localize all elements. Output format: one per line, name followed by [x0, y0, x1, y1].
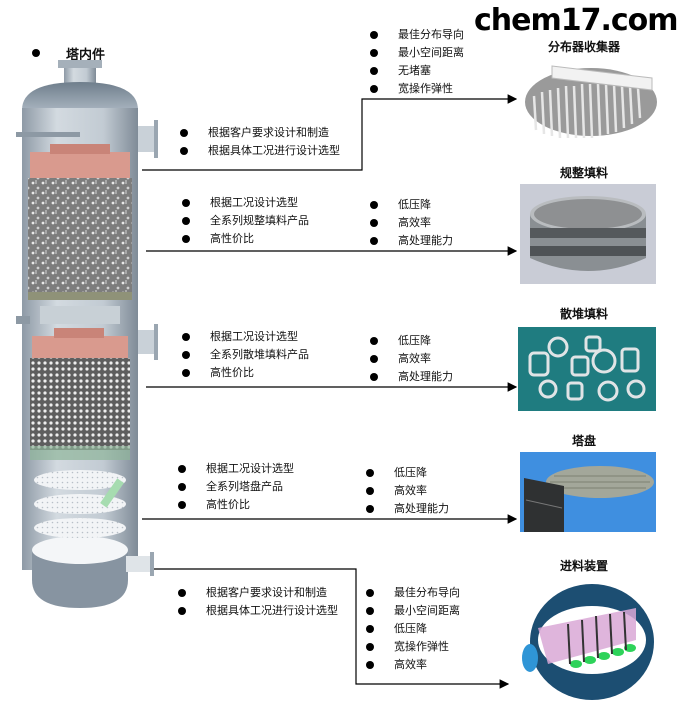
distributor-title: 分布器收集器 — [547, 40, 620, 54]
arrow-feed-device — [154, 568, 510, 689]
feed-device-image — [518, 578, 658, 706]
list-item: 根据工况设计选型 — [182, 328, 309, 346]
list-item: 全系列塔盘产品 — [178, 478, 294, 496]
feed-device-left-bullets: 根据客户要求设计和制造 根据具体工况进行设计选型 — [178, 584, 338, 620]
list-item: 高效率 — [370, 214, 453, 232]
distributor-right-bullets: 最佳分布导向 最小空间距离 无堵塞 宽操作弹性 — [370, 26, 464, 98]
list-item: 低压降 — [366, 464, 449, 482]
tray-image — [520, 452, 656, 532]
list-item: 高效率 — [366, 656, 460, 674]
column-vessel-illustration — [0, 60, 170, 620]
list-item: 高效率 — [370, 350, 453, 368]
main-title: 塔内件 — [32, 44, 105, 63]
watermark-text: chem17.com — [474, 3, 679, 38]
list-item: 根据具体工况进行设计选型 — [178, 602, 338, 620]
structured-packing-title: 规整填料 — [559, 166, 608, 180]
list-item: 全系列散堆填料产品 — [182, 346, 309, 364]
list-item: 最佳分布导向 — [366, 584, 460, 602]
feed-device-right-bullets: 最佳分布导向 最小空间距离 低压降 宽操作弹性 高效率 — [366, 584, 460, 674]
list-item: 根据工况设计选型 — [178, 460, 294, 478]
tray-left-bullets: 根据工况设计选型 全系列塔盘产品 高性价比 — [178, 460, 294, 514]
list-item: 最小空间距离 — [370, 44, 464, 62]
list-item: 宽操作弹性 — [370, 80, 464, 98]
list-item: 低压降 — [370, 196, 453, 214]
list-item: 根据具体工况进行设计选型 — [180, 142, 340, 160]
random-packing-left-bullets: 根据工况设计选型 全系列散堆填料产品 高性价比 — [182, 328, 309, 382]
list-item: 宽操作弹性 — [366, 638, 460, 656]
tray-title: 塔盘 — [571, 434, 596, 448]
random-packing-image — [518, 327, 656, 411]
list-item: 高性价比 — [182, 230, 309, 248]
random-packing-title: 散堆填料 — [559, 307, 608, 321]
distributor-image — [522, 56, 660, 140]
arrow-distributor — [142, 94, 518, 171]
random-packing-right-bullets: 低压降 高效率 高处理能力 — [370, 332, 453, 386]
list-item: 低压降 — [370, 332, 453, 350]
list-item: 根据工况设计选型 — [182, 194, 309, 212]
distributor-left-bullets: 根据客户要求设计和制造 根据具体工况进行设计选型 — [180, 124, 340, 160]
list-item: 根据客户要求设计和制造 — [180, 124, 340, 142]
list-item: 最小空间距离 — [366, 602, 460, 620]
list-item: 最佳分布导向 — [370, 26, 464, 44]
list-item: 高性价比 — [182, 364, 309, 382]
tray-right-bullets: 低压降 高效率 高处理能力 — [366, 464, 449, 518]
list-item: 高性价比 — [178, 496, 294, 514]
structured-packing-image — [520, 184, 656, 284]
list-item: 高处理能力 — [370, 368, 453, 386]
list-item: 低压降 — [366, 620, 460, 638]
list-item: 高效率 — [366, 482, 449, 500]
list-item: 无堵塞 — [370, 62, 464, 80]
structured-packing-right-bullets: 低压降 高效率 高处理能力 — [370, 196, 453, 250]
feed-device-title: 进料装置 — [559, 559, 608, 573]
list-item: 根据客户要求设计和制造 — [178, 584, 338, 602]
list-item: 高处理能力 — [370, 232, 453, 250]
structured-packing-left-bullets: 根据工况设计选型 全系列规整填料产品 高性价比 — [182, 194, 309, 248]
list-item: 全系列规整填料产品 — [182, 212, 309, 230]
list-item: 高处理能力 — [366, 500, 449, 518]
